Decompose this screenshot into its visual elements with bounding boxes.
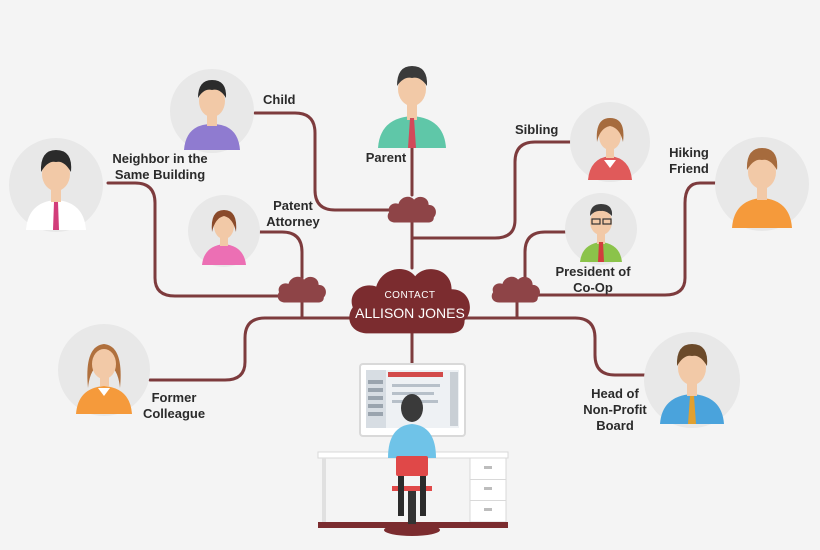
avatar-president-coop [565, 193, 637, 265]
cloud-left [277, 276, 326, 303]
avatar-neighbor [9, 138, 103, 232]
label-sibling: Sibling [515, 122, 559, 137]
center-label-line1: CONTACT [384, 290, 436, 301]
label-parent: Parent [365, 150, 407, 165]
label-child: Child [263, 92, 296, 107]
connector-head-nonprofit [573, 316, 650, 377]
connector-lines [106, 111, 718, 382]
avatar-former-colleague [58, 324, 150, 416]
avatar-child [170, 69, 254, 153]
connector-president [523, 230, 567, 280]
connector-hiking-friend [518, 181, 718, 297]
connector-former-colleague [148, 316, 267, 382]
avatar-hiking-friend [715, 137, 809, 231]
avatar-parent [368, 60, 456, 148]
center-label-line2: ALLISON JONES [355, 305, 465, 321]
center-cloud [349, 268, 470, 334]
cloud-right [491, 276, 540, 303]
label-president-coop: President of Co-Op [555, 264, 631, 295]
cloud-top [387, 196, 436, 223]
label-hiking-friend: Hiking Friend [669, 145, 709, 176]
connector-child [253, 111, 392, 212]
avatar-sibling [570, 102, 650, 182]
label-head-nonprofit: Head of Non-Profit Board [583, 386, 647, 433]
chair [396, 456, 428, 476]
connector-neighbor [106, 181, 282, 298]
workstation-illustration [317, 363, 509, 536]
label-patent-attorney: Patent Attorney [266, 198, 320, 229]
label-neighbor: Neighbor in the Same Building [112, 151, 208, 182]
connector-patent-attorney [258, 230, 304, 280]
avatar-head-nonprofit [644, 332, 740, 428]
avatar-patent-attorney [188, 195, 260, 267]
connector-sibling [410, 140, 572, 240]
label-former-colleague: Former Colleague [142, 390, 206, 421]
person-at-desk [388, 424, 436, 458]
